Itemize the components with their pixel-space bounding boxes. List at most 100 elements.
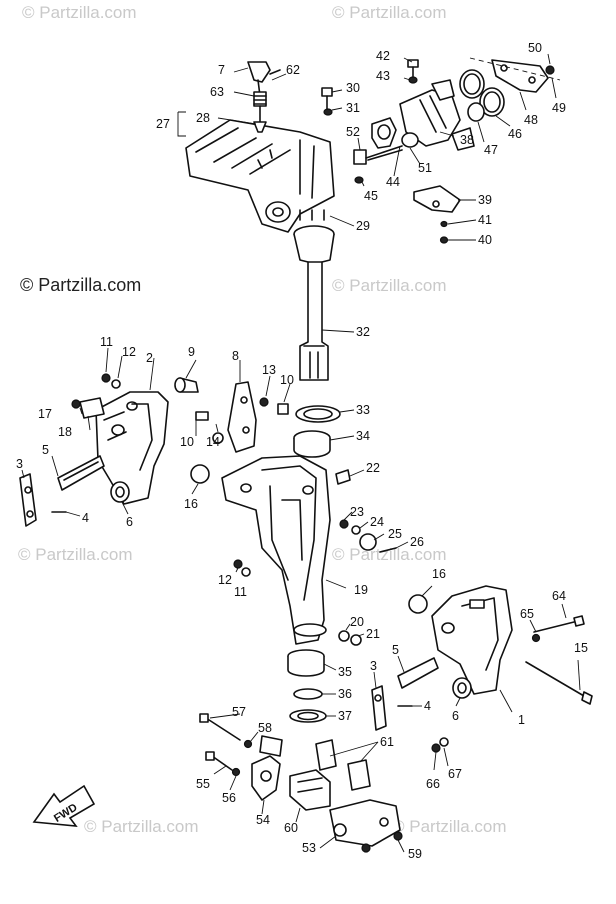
callout-31: 31: [346, 101, 360, 115]
parts-3-4-5-left: [19, 455, 105, 527]
callout-43: 43: [376, 69, 390, 83]
callout-44: 44: [386, 175, 400, 189]
callout-36: 36: [338, 687, 352, 701]
parts-52-45: [353, 145, 403, 184]
callout-33: 33: [356, 403, 370, 417]
callout-10: 10: [180, 435, 194, 449]
callout-66: 66: [426, 777, 440, 791]
part-29-pins: [299, 209, 325, 221]
callout-51: 51: [418, 161, 432, 175]
callout-35: 35: [338, 665, 352, 679]
callout-1: 1: [518, 713, 525, 727]
callout-5: 5: [42, 443, 49, 457]
part-6-left-pad: [110, 481, 130, 503]
callout-42: 42: [376, 49, 390, 63]
callout-63: 63: [210, 85, 224, 99]
watermark: © Partzilla.com: [332, 276, 447, 295]
parts-10-13: [259, 397, 289, 415]
part-19-swivel-bracket: [221, 455, 331, 645]
callout-58: 58: [258, 721, 272, 735]
part-32-steering-shaft: [293, 225, 335, 381]
watermark: © Partzilla.com: [332, 545, 447, 564]
callout-38: 38: [460, 133, 474, 147]
callout-2: 2: [146, 351, 153, 365]
parts-20-21: [338, 630, 362, 646]
callout-29: 29: [356, 219, 370, 233]
parts-11-12-center: [233, 559, 251, 577]
callout-6: 6: [126, 515, 133, 529]
watermark: © Partzilla.com: [18, 545, 133, 564]
part-16-left-grommet: [190, 464, 210, 484]
callout-59: 59: [408, 847, 422, 861]
callout-12: 12: [218, 573, 232, 587]
callout-61: 61: [380, 735, 394, 749]
parts-38-44-51: [371, 79, 475, 151]
callout-45: 45: [364, 189, 378, 203]
callout-48: 48: [524, 113, 538, 127]
callout-25: 25: [388, 527, 402, 541]
callout-49: 49: [552, 101, 566, 115]
callout-20: 20: [350, 615, 364, 629]
parts-53-59-lower-plate: [329, 799, 403, 853]
callout-52: 52: [346, 125, 360, 139]
callout-3: 3: [370, 659, 377, 673]
part-60-block: [289, 769, 331, 811]
callout-24: 24: [370, 515, 384, 529]
callout-56: 56: [222, 791, 236, 805]
callout-12: 12: [122, 345, 136, 359]
parts-35-36-37: [287, 649, 327, 723]
parts-42-43: [407, 59, 419, 84]
parts-55-56: [205, 751, 241, 777]
callout-41: 41: [478, 213, 492, 227]
callout-27: 27: [156, 117, 170, 131]
watermark: © Partzilla.com: [332, 3, 447, 22]
callout-47: 47: [484, 143, 498, 157]
parts-57-58: [199, 713, 283, 757]
callout-4: 4: [82, 511, 89, 525]
callout-11: 11: [100, 335, 113, 349]
watermark: © Partzilla.com: [84, 817, 199, 836]
callout-53: 53: [302, 841, 316, 855]
callout-5: 5: [392, 643, 399, 657]
callout-11: 11: [234, 585, 247, 599]
callout-55: 55: [196, 777, 210, 791]
parts-66-67: [431, 737, 449, 753]
callout-16: 16: [184, 497, 198, 511]
callout-46: 46: [508, 127, 522, 141]
callout-4: 4: [424, 699, 431, 713]
parts-11-12-17-18: [71, 373, 121, 419]
parts-7-62-63-28: [247, 61, 281, 133]
parts-22-23-24-25-26: [335, 469, 397, 553]
copyright-credit: © Partzilla.com: [20, 275, 141, 295]
callout-22: 22: [366, 461, 380, 475]
callout-labels: 1 2 3 3 4 4 5 5 6 6 7 8 9 10 10 11 11 12…: [16, 41, 588, 861]
callout-39: 39: [478, 193, 492, 207]
callout-60: 60: [284, 821, 298, 835]
part-16-right-grommet: [408, 594, 428, 614]
parts-46-47-48-49-50: [459, 57, 561, 122]
callout-62: 62: [286, 63, 300, 77]
callout-15: 15: [574, 641, 588, 655]
callout-54: 54: [256, 813, 270, 827]
callout-57: 57: [232, 705, 246, 719]
callout-16: 16: [432, 567, 446, 581]
callout-13: 13: [262, 363, 276, 377]
parts-33-34: [293, 405, 341, 458]
callout-17: 17: [38, 407, 52, 421]
callout-14: 14: [206, 435, 220, 449]
callout-26: 26: [410, 535, 424, 549]
callout-21: 21: [366, 627, 380, 641]
callout-67: 67: [448, 767, 462, 781]
callout-30: 30: [346, 81, 360, 95]
callout-50: 50: [528, 41, 542, 55]
callout-28: 28: [196, 111, 210, 125]
part-2-clamp-bracket-left: [95, 391, 169, 505]
part-8-plate: [227, 381, 257, 453]
part-1-clamp-bracket-right: [431, 585, 513, 695]
callout-23: 23: [350, 505, 364, 519]
part-54-lower-clamp: [251, 755, 281, 801]
callout-9: 9: [188, 345, 195, 359]
parts-3-4-5-6-right: [371, 657, 472, 731]
callout-37: 37: [338, 709, 352, 723]
